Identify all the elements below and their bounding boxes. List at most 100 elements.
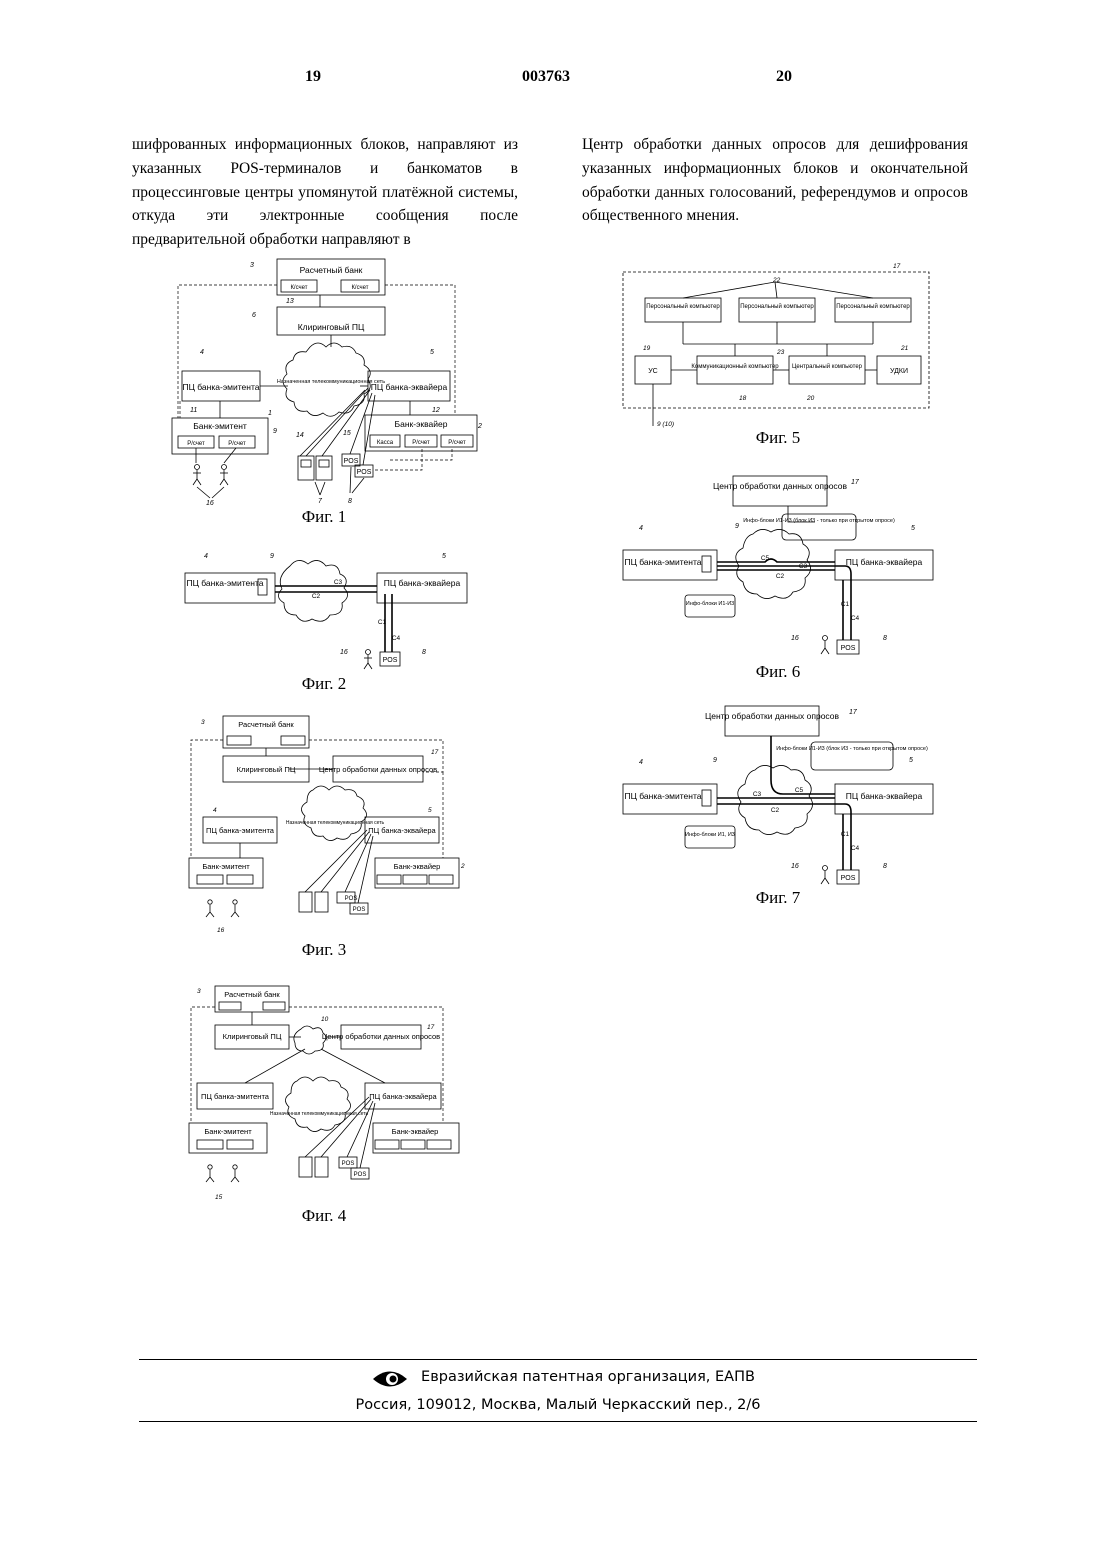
fig5-ref-22: 22 [772,277,781,284]
fig2-c4: C4 [392,635,401,642]
fig6-poll-center: Центр обработки данных опросов [713,481,848,491]
fig7-c4: C4 [851,845,860,852]
fig7-c2: C2 [771,807,780,814]
fig6-c1: C1 [841,601,850,608]
fig5-pc-3: Персональный компьютер [836,303,910,310]
figure-5-caption: Фиг. 5 [718,428,838,448]
fig2-c2: C2 [312,593,321,600]
figure-6-caption: Фиг. 6 [718,662,838,682]
fig1-settlement-bank: Расчетный банк [300,265,363,275]
fig7-ref-8: 8 [883,863,887,870]
fig3-issuer-pc: ПЦ банка-эмитента [206,826,275,835]
fig7-acquirer-pc: ПЦ банка-эквайера [846,791,923,801]
fig7-issuer-pc: ПЦ банка-эмитента [625,791,702,801]
fig1-kschet-2: К/счет [351,285,368,291]
fig5-ref-18: 18 [739,395,747,402]
fig5-ref-9-10: 9 (10) [657,421,674,428]
fig5-pc-2: Персональный компьютер [740,303,814,310]
fig1-issuer-pc: ПЦ банка-эмитента [183,382,260,392]
fig7-c3: C3 [753,791,762,798]
fig3-ref-4: 4 [213,807,217,814]
fig6-pos: POS [841,645,856,652]
fig1-ref-9: 9 [273,428,277,435]
fig1-ref-12: 12 [432,407,440,414]
fig3-clearing-pc: Клиринговый ПЦ [237,765,296,774]
figure-7-diagram: Центр обработки данных опросов ПЦ банка-… [615,700,940,890]
fig4-settlement-bank: Расчетный банк [224,990,280,999]
fig7-c5: C5 [795,787,804,794]
fig6-ref-8: 8 [883,635,887,642]
fig7-info-issuer: Инфо-блоки И1, И3 [685,832,735,838]
fig3-pos-2: POS [353,907,366,913]
fig1-kassa: Касса [377,440,394,446]
fig1-acquirer-bank: Банк-эквайер [395,419,448,429]
fig6-ref-5: 5 [911,525,915,532]
fig7-ref-5: 5 [909,757,913,764]
figure-1-caption: Фиг. 1 [264,507,384,527]
left-text-column: шифрованных информационных блоков, напра… [132,133,518,252]
fig1-ref-4: 4 [200,349,204,356]
fig4-poll-center: Центр обработки данных опросов [322,1032,440,1041]
fig3-pos-1: POS [345,896,358,902]
fig5-comm-computer: Коммуникационный компьютер [691,363,779,370]
fig6-ref-16: 16 [791,635,799,642]
fig1-network: Назначенная телекоммуникационная сеть [277,379,385,385]
fig2-ref-8: 8 [422,649,426,656]
fig7-info-center: Инфо-блоки И1-И3 (блок И3 - только при о… [776,746,928,752]
fig4-ref-15: 15 [215,1194,223,1201]
fig5-pc-1: Персональный компьютер [646,303,720,310]
fig3-settlement-bank: Расчетный банк [238,720,294,729]
page-number-left: 19 [305,68,321,86]
fig3-ref-3: 3 [201,719,205,726]
fig3-acquirer-pc: ПЦ банка-эквайера [368,826,436,835]
page-number-right: 20 [776,68,792,86]
fig3-poll-center: Центр обработки данных опросов [319,765,437,774]
figure-1-diagram: Расчетный банк К/счет К/счет Клиринговый… [160,255,500,510]
fig5-ref-17: 17 [893,263,901,270]
fig2-acquirer-pc: ПЦ банка-эквайера [384,578,461,588]
fig1-ref-15: 15 [343,430,351,437]
fig4-issuer-bank: Банк-эмитент [204,1127,252,1136]
fig2-ref-16: 16 [340,649,348,656]
footer-rule-bottom [139,1421,977,1422]
fig5-ref-23: 23 [776,349,785,356]
fig1-ref-5: 5 [430,349,434,356]
fig1-ref-2: 2 [477,423,482,430]
fig1-pos-1: POS [344,458,359,465]
fig4-ref-17: 17 [427,1024,435,1031]
figure-3-caption: Фиг. 3 [264,940,384,960]
fig3-ref-17: 17 [431,749,439,756]
fig1-ref-6: 6 [252,312,256,319]
fig6-info-center: Инфо-блоки И1-И3 (блок И3 - только при о… [743,518,895,524]
fig5-central-computer: Центральный компьютер [792,363,863,370]
fig5-ref-21: 21 [900,345,909,352]
fig1-ref-14: 14 [296,432,304,439]
fig1-ref-1: 1 [268,410,272,417]
fig3-issuer-bank: Банк-эмитент [202,862,250,871]
fig2-c3: C3 [334,579,343,586]
fig7-ref-16: 16 [791,863,799,870]
figure-7-caption: Фиг. 7 [718,888,838,908]
fig1-ref-11: 11 [190,407,197,414]
fig1-clearing-pc: Клиринговый ПЦ [298,322,365,332]
fig4-pos-2: POS [354,1172,367,1178]
figure-2-diagram: ПЦ банка-эмитента ПЦ банка-эквайера POS … [180,548,480,673]
fig4-ref-10: 10 [321,1016,329,1023]
figure-5-diagram: Персональный компьютер Персональный комп… [615,258,940,430]
fig7-ref-17: 17 [849,709,858,716]
fig2-pos: POS [383,657,398,664]
fig3-ref-16: 16 [217,927,225,934]
fig1-rschet-4: Р/счет [448,440,466,446]
fig1-ref-3: 3 [250,262,254,269]
figure-2-caption: Фиг. 2 [264,674,384,694]
fig2-issuer-pc: ПЦ банка-эмитента [187,578,264,588]
figure-3-diagram: Расчетный банк Клиринговый ПЦ Центр обра… [185,712,475,942]
footer-organization: Евразийская патентная организация, ЕАПВ [139,1369,977,1385]
fig3-ref-5: 5 [428,807,432,814]
fig7-pos: POS [841,875,856,882]
fig1-ref-16: 16 [206,500,214,507]
fig6-issuer-pc: ПЦ банка-эмитента [625,557,702,567]
fig2-ref-5: 5 [442,553,446,560]
fig6-acquirer-pc: ПЦ банка-эквайера [846,557,923,567]
fig6-ref-4: 4 [639,525,643,532]
